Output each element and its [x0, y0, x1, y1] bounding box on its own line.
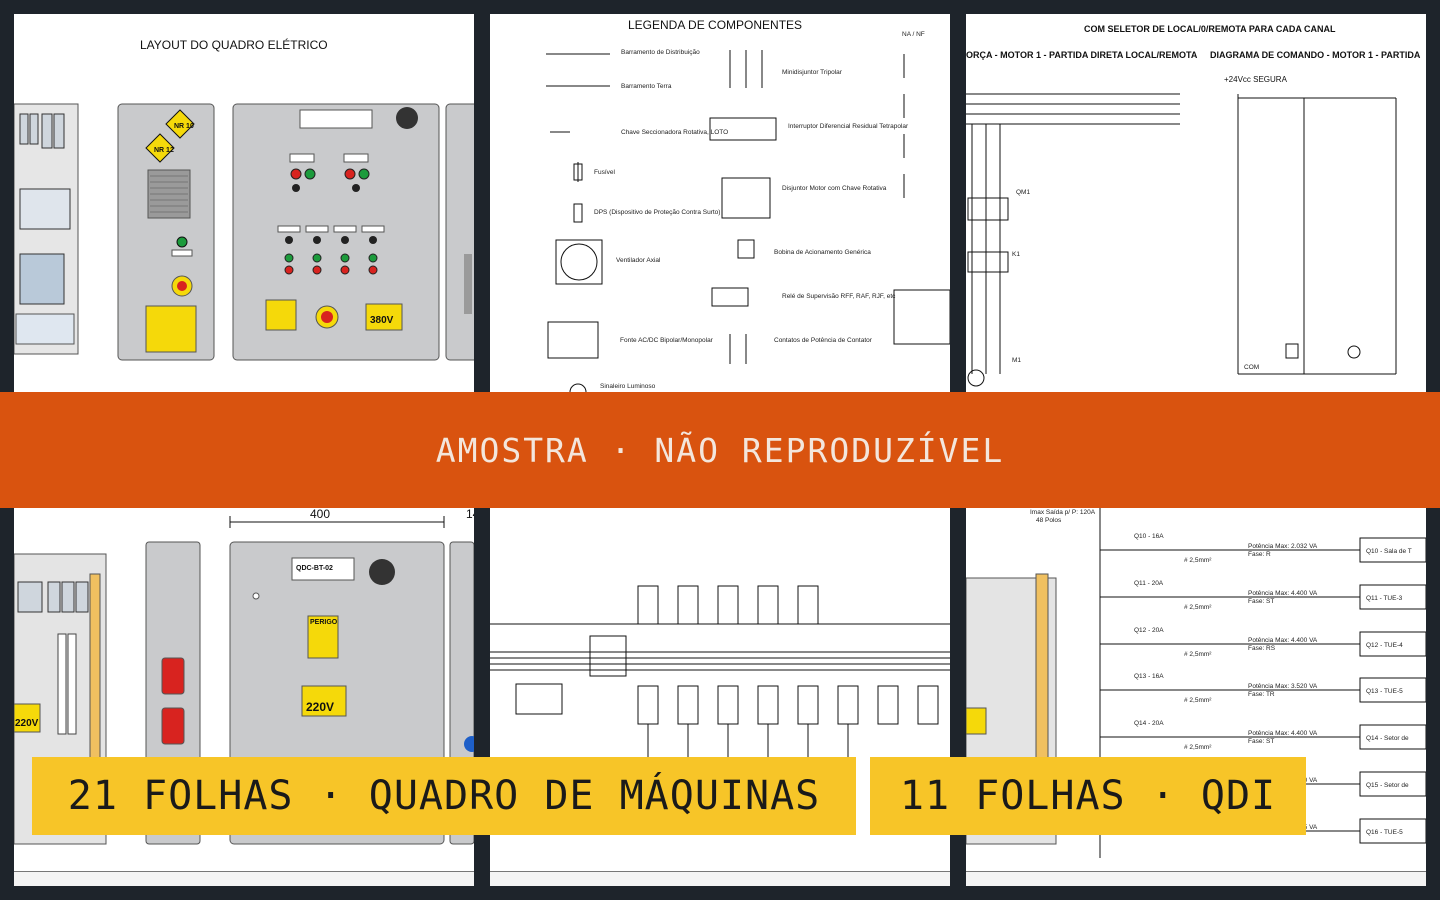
sheet-footer	[490, 871, 950, 886]
layout-title: LAYOUT DO QUADRO ELÉTRICO	[140, 38, 328, 52]
legend-right-2: Interruptor Diferencial Residual Tetrapo…	[788, 123, 909, 130]
control-drawing: +24Vcc SEGURA QM1 K1 M1 COM	[966, 75, 1397, 387]
nr10-sign: NR 10	[174, 123, 194, 130]
circuit-breaker: Q12 - 20A	[1134, 627, 1164, 634]
legend-right-1: Minidisjuntor Tripolar	[782, 69, 843, 76]
sheet-legend: LEGENDA DE COMPONENTES Barramento de Dis…	[490, 14, 950, 392]
circuit-row-5: Q14 - 20A # 2,5mm² Potência Max: 4.400 V…	[1134, 720, 1409, 751]
circuit-row-4: Q13 - 16A # 2,5mm² Potência Max: 3.520 V…	[1134, 673, 1403, 704]
supply-label: +24Vcc SEGURA	[1224, 75, 1288, 84]
circuit-output: Q16 - TUE-5	[1366, 829, 1403, 836]
bus-label-2: 48 Polos	[1036, 517, 1062, 524]
legend-item-3: Chave Seccionadora Rotativa, LOTO	[621, 129, 728, 136]
circuit-cable: # 2,5mm²	[1184, 651, 1212, 658]
single-line-drawing	[490, 585, 950, 758]
sheet-layout: LAYOUT DO QUADRO ELÉTRICO NR 10 NR 12	[14, 14, 474, 392]
circuit-phase: Fase: TR	[1248, 691, 1275, 698]
circuit-row-3: Q12 - 20A # 2,5mm² Potência Max: 4.400 V…	[1134, 627, 1403, 658]
circuit-power: Potência Max: 2.032 VA	[1248, 543, 1318, 550]
warning-220-small: 220V	[15, 718, 39, 729]
circuit-cable: # 2,5mm²	[1184, 557, 1212, 564]
legend-item-1: Barramento de Distribuição	[621, 49, 700, 56]
circuit-output: Q13 - TUE-5	[1366, 688, 1403, 695]
legend-right-4: Bobina de Acionamento Genérica	[774, 249, 871, 256]
perigo-label: PERIGO	[310, 619, 338, 626]
circuit-power: Potência Max: 4.400 VA	[1248, 637, 1318, 644]
circuit-cable: # 2,5mm²	[1184, 604, 1212, 611]
legend-item-8: Sinaleiro Luminoso	[600, 383, 656, 390]
circuit-power: Potência Max: 3.520 VA	[1248, 683, 1318, 690]
warning-220-label: 220V	[306, 700, 334, 714]
circuit-output: Q12 - TUE-4	[1366, 642, 1403, 649]
layout-drawing: NR 10 NR 12 380V	[14, 103, 474, 361]
circuit-phase: Fase: R	[1248, 551, 1271, 558]
bus-label: Imax Saída p/ P: 120A	[1030, 509, 1096, 516]
sheet-footer	[14, 871, 474, 886]
k1-label: K1	[1012, 251, 1020, 258]
circuit-breaker: Q13 - 16A	[1134, 673, 1164, 680]
circuit-output: Q15 - Setor de	[1366, 782, 1409, 789]
circuit-row-1: Q10 - 16A # 2,5mm² Potência Max: 2.032 V…	[1134, 533, 1412, 564]
circuit-output: Q11 - TUE-3	[1366, 595, 1403, 602]
sample-banner: AMOSTRA · NÃO REPRODUZÍVEL	[0, 392, 1440, 508]
legend-item-6: Ventilador Axial	[616, 257, 661, 264]
panel-tag: QDC-BT-02	[296, 565, 333, 572]
circuit-breaker: Q10 - 16A	[1134, 533, 1164, 540]
legend-item-7: Fonte AC/DC Bipolar/Monopolar	[620, 337, 714, 344]
circuit-output: Q10 - Sala de T	[1366, 548, 1412, 555]
command-subtitle: DIAGRAMA DE COMANDO - MOTOR 1 - PARTIDA	[1210, 50, 1421, 60]
legend-title: LEGENDA DE COMPONENTES	[628, 18, 803, 32]
control-title: COM SELETOR DE LOCAL/0/REMOTA PARA CADA …	[1084, 24, 1336, 34]
warning-380-label: 380V	[370, 315, 394, 326]
legend-right-6: Contatos de Potência de Contator	[774, 337, 873, 344]
circuit-phase: Fase: RS	[1248, 645, 1276, 652]
legend-item-2: Barramento Terra	[621, 83, 672, 90]
circuit-phase: Fase: ST	[1248, 738, 1274, 745]
sheet-footer	[966, 871, 1426, 886]
force-subtitle: ORÇA - MOTOR 1 - PARTIDA DIRETA LOCAL/RE…	[966, 50, 1198, 60]
legend-item-5: DPS (Dispositivo de Proteção Contra Surt…	[594, 209, 720, 216]
circuit-power: Potência Max: 4.400 VA	[1248, 590, 1318, 597]
nr12-sign: NR 12	[154, 147, 174, 154]
dimension-400: 400	[310, 508, 330, 521]
legend-right-3: Disjuntor Motor com Chave Rotativa	[782, 185, 887, 192]
sample-banner-text: AMOSTRA · NÃO REPRODUZÍVEL	[435, 430, 1005, 470]
circuit-phase: Fase: ST	[1248, 598, 1274, 605]
tag-quadro-maquinas-text: 21 FOLHAS · QUADRO DE MÁQUINAS	[67, 773, 821, 819]
na-nf-label: NA / NF	[902, 31, 925, 38]
circuit-power: Potência Max: 4.400 VA	[1248, 730, 1318, 737]
tag-quadro-maquinas: 21 FOLHAS · QUADRO DE MÁQUINAS	[32, 757, 856, 835]
com-label: COM	[1244, 364, 1259, 371]
legend-item-4: Fusível	[594, 169, 616, 176]
legend-right-5: Relé de Supervisão RFF, RAF, RJF, etc	[782, 293, 896, 300]
qm1-label: QM1	[1016, 189, 1030, 196]
circuit-breaker: Q14 - 20A	[1134, 720, 1164, 727]
tag-qdi-text: 11 FOLHAS · QDI	[899, 773, 1277, 819]
circuit-cable: # 2,5mm²	[1184, 744, 1212, 751]
circuit-row-2: Q11 - 20A # 2,5mm² Potência Max: 4.400 V…	[1134, 580, 1403, 611]
m1-label: M1	[1012, 357, 1021, 364]
legend-drawing: Barramento de Distribuição Barramento Te…	[546, 31, 950, 392]
circuit-cable: # 2,5mm²	[1184, 697, 1212, 704]
dimension-14: 14	[466, 508, 474, 521]
tag-qdi: 11 FOLHAS · QDI	[870, 757, 1306, 835]
circuit-breaker: Q11 - 20A	[1134, 580, 1164, 587]
circuit-output: Q14 - Setor de	[1366, 735, 1409, 742]
sheet-control: COM SELETOR DE LOCAL/0/REMOTA PARA CADA …	[966, 14, 1426, 392]
